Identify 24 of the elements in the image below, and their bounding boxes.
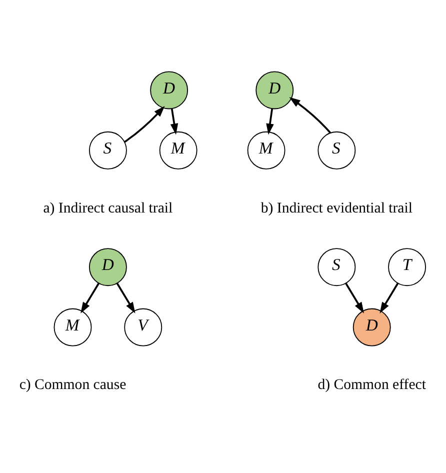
node-circle: M bbox=[54, 308, 92, 346]
arrow bbox=[170, 108, 178, 134]
node-circle: V bbox=[124, 308, 162, 346]
arrow bbox=[289, 96, 331, 133]
node-circle: M bbox=[247, 130, 286, 169]
label: d) Common effect bbox=[318, 376, 426, 393]
node-circle: D bbox=[88, 248, 127, 286]
label: b) Indirect evidential trail bbox=[260, 200, 412, 216]
node-circle: D bbox=[256, 70, 294, 109]
arrow bbox=[266, 108, 274, 134]
node-circle: D bbox=[150, 70, 188, 109]
node-circle: S bbox=[318, 248, 356, 286]
arrow bbox=[345, 282, 364, 313]
node-circle: T bbox=[388, 248, 426, 286]
arrow bbox=[80, 282, 100, 313]
node-circle: S bbox=[88, 130, 127, 169]
arrow bbox=[380, 282, 399, 313]
label: a) Indirect causal trail bbox=[43, 200, 173, 216]
node-circle: D bbox=[352, 308, 391, 346]
node-circle: S bbox=[318, 130, 356, 169]
node-circle: M bbox=[159, 130, 198, 169]
arrow bbox=[124, 105, 165, 142]
label: c) Common cause bbox=[19, 376, 126, 393]
arrow bbox=[116, 282, 136, 313]
